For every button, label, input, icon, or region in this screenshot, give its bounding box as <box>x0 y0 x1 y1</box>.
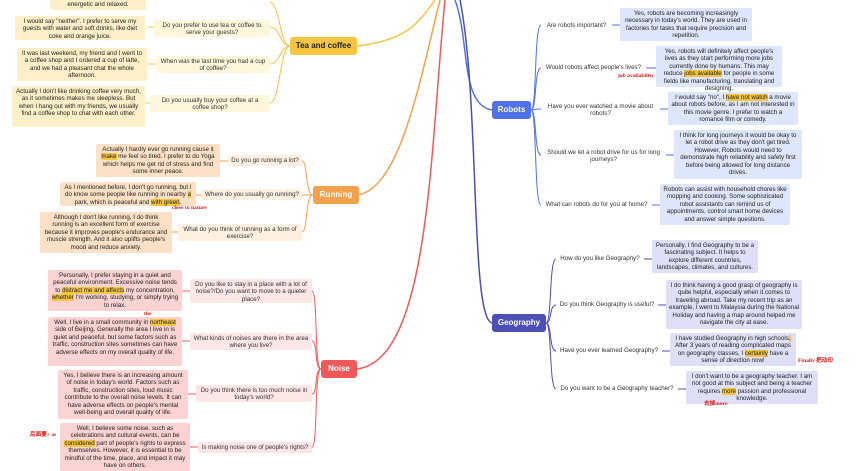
geography-answer-4-text-a: I don't want to be a geography teacher. … <box>691 373 813 395</box>
robots-answer-3-text-b: a movie about robots before, as I am not… <box>671 94 795 124</box>
noise-answer-1: Personally, I prefer staying in a quiet … <box>48 270 182 311</box>
running-answer-2-highlight-2: with green <box>151 198 180 206</box>
running-answer-1-highlight: make <box>101 153 117 161</box>
robots-answer-2: Yes, robots will definitely affect peopl… <box>656 46 782 92</box>
running-answer-2-text-c: . <box>179 198 182 206</box>
running-question-1: Do you go running a lot? <box>228 155 302 166</box>
running-question-2: Where do you usually go running? <box>202 189 302 200</box>
robots-answer-3-text-a: I would say "no", I <box>675 94 726 101</box>
geography-note-1: Finally 把动印 <box>798 358 833 364</box>
running-answer-2: As I mentioned before, I don't go runnin… <box>60 182 196 206</box>
noise-question-2: What kinds of noises are there in the ar… <box>190 333 312 350</box>
noise-answer-1-highlight-2: whether <box>51 294 74 302</box>
robots-answer-2-highlight: jobs available <box>684 70 722 78</box>
robots-answer-1: Yes, robots are becoming increasingly ne… <box>620 8 752 41</box>
noise-note-as: 后面要+ as <box>30 432 57 438</box>
running-answer-1: Actually I hardly ever go running cause … <box>96 144 220 177</box>
robots-answer-2-text-b: for people in some fields like manufactu… <box>663 70 775 93</box>
running-question-3: What do you think of running as a form o… <box>178 224 302 241</box>
geography-note-2: 去掉more <box>704 401 728 407</box>
running-answer-1-text-a: Actually I hardly ever go running cause … <box>102 146 214 153</box>
geography-question-3: Have you ever learned Geography? <box>556 345 662 356</box>
geography-answer-2: I do think having a good grasp of geogra… <box>666 280 802 329</box>
geography-answer-4: I don't want to be a geography teacher. … <box>686 371 818 404</box>
noise-question-3: Do you think there is too much noise in … <box>196 385 312 402</box>
tea-question-2: When was the last time you had a cup of … <box>156 56 270 73</box>
running-answer-2-text-a: As I mentioned before, I don't go runnin… <box>64 184 192 199</box>
robots-note: job availability <box>618 73 654 79</box>
noise-answer-1-text-c: I'm working, studying, or simply trying … <box>73 294 179 309</box>
tea-answer-2: It was last weekend, my friend and I wen… <box>17 48 147 81</box>
tea-question-1: Do you prefer to use tea or coffee to se… <box>154 20 270 37</box>
robots-question-4: Should we let a robot drive for us for l… <box>541 147 666 164</box>
noise-answer-3: Yes, I believe there is an increasing am… <box>58 370 188 419</box>
geography-question-1: How do you like Geography? <box>556 253 644 264</box>
geography-answer-1: Personally, I find Geography to be a fas… <box>652 240 758 273</box>
geography-answer-3-text-b: After 3 years of reading complicated map… <box>675 342 791 357</box>
topic-running[interactable]: Running <box>313 186 359 204</box>
geography-answer-3-highlight-2: certainly <box>744 349 768 357</box>
robots-answer-3: I would say "no", I have not watch a mov… <box>668 92 798 125</box>
robots-question-2: Would robots affect people's lives? <box>541 62 646 73</box>
noise-answer-2-highlight: northeast <box>150 319 176 326</box>
robots-question-3: Have you ever watched a movie about robo… <box>541 101 660 118</box>
geography-question-2: Do you think Geography is useful? <box>556 299 658 310</box>
noise-answer-1-text-b: my concentration, <box>124 286 175 294</box>
noise-answer-1-highlight-1: distract me and affects <box>62 286 125 294</box>
noise-answer-2-text-b: side of Beijing. Generally the area I li… <box>52 326 178 356</box>
robots-answer-4: I think for long journeys it would be ok… <box>674 130 802 179</box>
geography-question-4: Do you want to be a Geography teacher? <box>556 383 678 394</box>
tea-question-3: Do you usually buy your coffee at a coff… <box>150 95 270 112</box>
tea-answer-1: I would say "neither". I prefer to serve… <box>15 16 145 40</box>
noise-answer-4-text-a: Well, I believe some noise, such as cele… <box>70 425 180 440</box>
geography-answer-3-text-a: I have studied Geography in high schools <box>675 335 789 342</box>
robots-answer-2-text-a: Yes, robots will definitely affect peopl… <box>663 48 774 78</box>
robots-question-5: What can robots do for you at home? <box>541 199 652 210</box>
tea-answer-fragment: energetic and relaxed. <box>50 0 146 10</box>
robots-answer-5: Robots can assist with household chores … <box>660 184 790 225</box>
running-answer-2-text-b: park, which is peaceful and <box>74 198 152 206</box>
topic-tea-and-coffee[interactable]: Tea and coffee <box>290 37 357 55</box>
noise-answer-2-text-a: Well, I live in a small community in <box>54 319 150 326</box>
topic-robots[interactable]: Robots <box>492 101 531 119</box>
noise-answer-4: Well, I believe some noise, such as cele… <box>60 423 190 471</box>
running-answer-2-highlight-1: a <box>187 191 191 199</box>
tea-answer-3: Actually I don't like drinking coffee ve… <box>12 86 145 127</box>
robots-question-1: Are robots important? <box>541 20 612 31</box>
noise-question-4: Is making noise one of people's rights? <box>198 442 312 453</box>
noise-answer-1-text-a: Personally, I prefer staying in a quiet … <box>53 272 177 294</box>
topic-noise[interactable]: Noise <box>321 360 357 378</box>
noise-note-the: the <box>144 311 152 317</box>
geography-answer-3-text-c: have a sense of direction now! <box>701 349 789 365</box>
running-note: close to nature <box>172 205 207 211</box>
geography-answer-3-highlight-1: . <box>788 335 791 342</box>
robots-answer-3-highlight: have not watch <box>725 94 768 101</box>
geography-answer-4-text-b: passion and professional knowledge. <box>736 387 807 403</box>
geography-answer-4-highlight: more <box>721 387 736 395</box>
noise-answer-2: Well, I live in a small community in nor… <box>48 317 182 366</box>
running-answer-1-text-b: me feel so tired. I prefer to do Yoga wh… <box>102 153 215 176</box>
running-answer-3: Although I don't like running, I do thin… <box>40 212 172 253</box>
noise-answer-4-highlight: considered <box>64 439 95 447</box>
noise-answer-4-text-b: part of people's rights to express thems… <box>64 439 186 470</box>
noise-question-1: Do you like to stay in a place with a lo… <box>190 279 312 303</box>
geography-answer-3: I have studied Geography in high schools… <box>670 333 796 366</box>
topic-geography[interactable]: Geography <box>492 314 546 332</box>
